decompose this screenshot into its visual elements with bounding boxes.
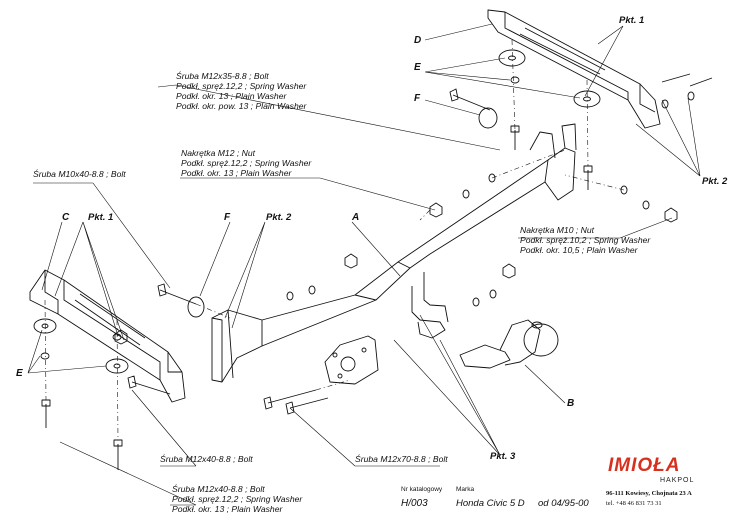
- main-crossbar: [211, 123, 577, 383]
- company-address: 96-111 Kowiesy, Chojnata 23 A: [606, 490, 692, 497]
- catalog-caption: Nr katalogowy: [401, 486, 443, 493]
- bolt-m12x40-label: Śruba M12x40-8.8 ; Bolt: [160, 454, 253, 464]
- vehicle-model: Honda Civic 5 D: [456, 498, 525, 509]
- tow-ball: [459, 319, 559, 369]
- bolts: [41, 73, 713, 470]
- part-letter-e-top: E: [414, 62, 421, 73]
- part-letter-d: D: [414, 35, 422, 46]
- right-bracket: [487, 9, 661, 129]
- part-letter-f-top: F: [414, 93, 421, 104]
- bolt-m10x40-label: Śruba M10x40-8.8 ; Bolt: [33, 169, 126, 179]
- part-letter-f-left: F: [224, 212, 231, 223]
- company-phone: tel. +48 46 831 73 31: [606, 500, 662, 507]
- socket-plate: [324, 335, 379, 385]
- pkt2-right-label: Pkt. 2: [702, 176, 728, 187]
- part-letter-e-left: E: [16, 368, 23, 379]
- pkt2-left-label: Pkt. 2: [266, 212, 292, 223]
- company-sub: HAKPOL: [660, 477, 695, 484]
- part-letter-a: A: [352, 212, 360, 223]
- left-bracket: [29, 269, 186, 403]
- washers: [33, 49, 695, 374]
- part-letter-c: C: [62, 212, 70, 223]
- assembly-lines: [44, 39, 625, 441]
- catalog-number: H/003: [401, 498, 428, 509]
- pkt1-left-label: Pkt. 1: [88, 212, 114, 223]
- nuts: [114, 202, 678, 345]
- pkt1-top-label: Pkt. 1: [619, 15, 645, 26]
- company-logo: IMIOŁA: [608, 455, 681, 476]
- production-date: od 04/95-00: [538, 498, 589, 509]
- bolt-m12x70-label: Śruba M12x70-8.8 ; Bolt: [355, 454, 448, 464]
- brand-caption: Marka: [456, 486, 475, 493]
- leader-lines: [27, 23, 701, 506]
- hook-bracket: [411, 272, 449, 339]
- part-letter-b: B: [567, 398, 575, 409]
- pkt3-label: Pkt. 3: [490, 451, 516, 462]
